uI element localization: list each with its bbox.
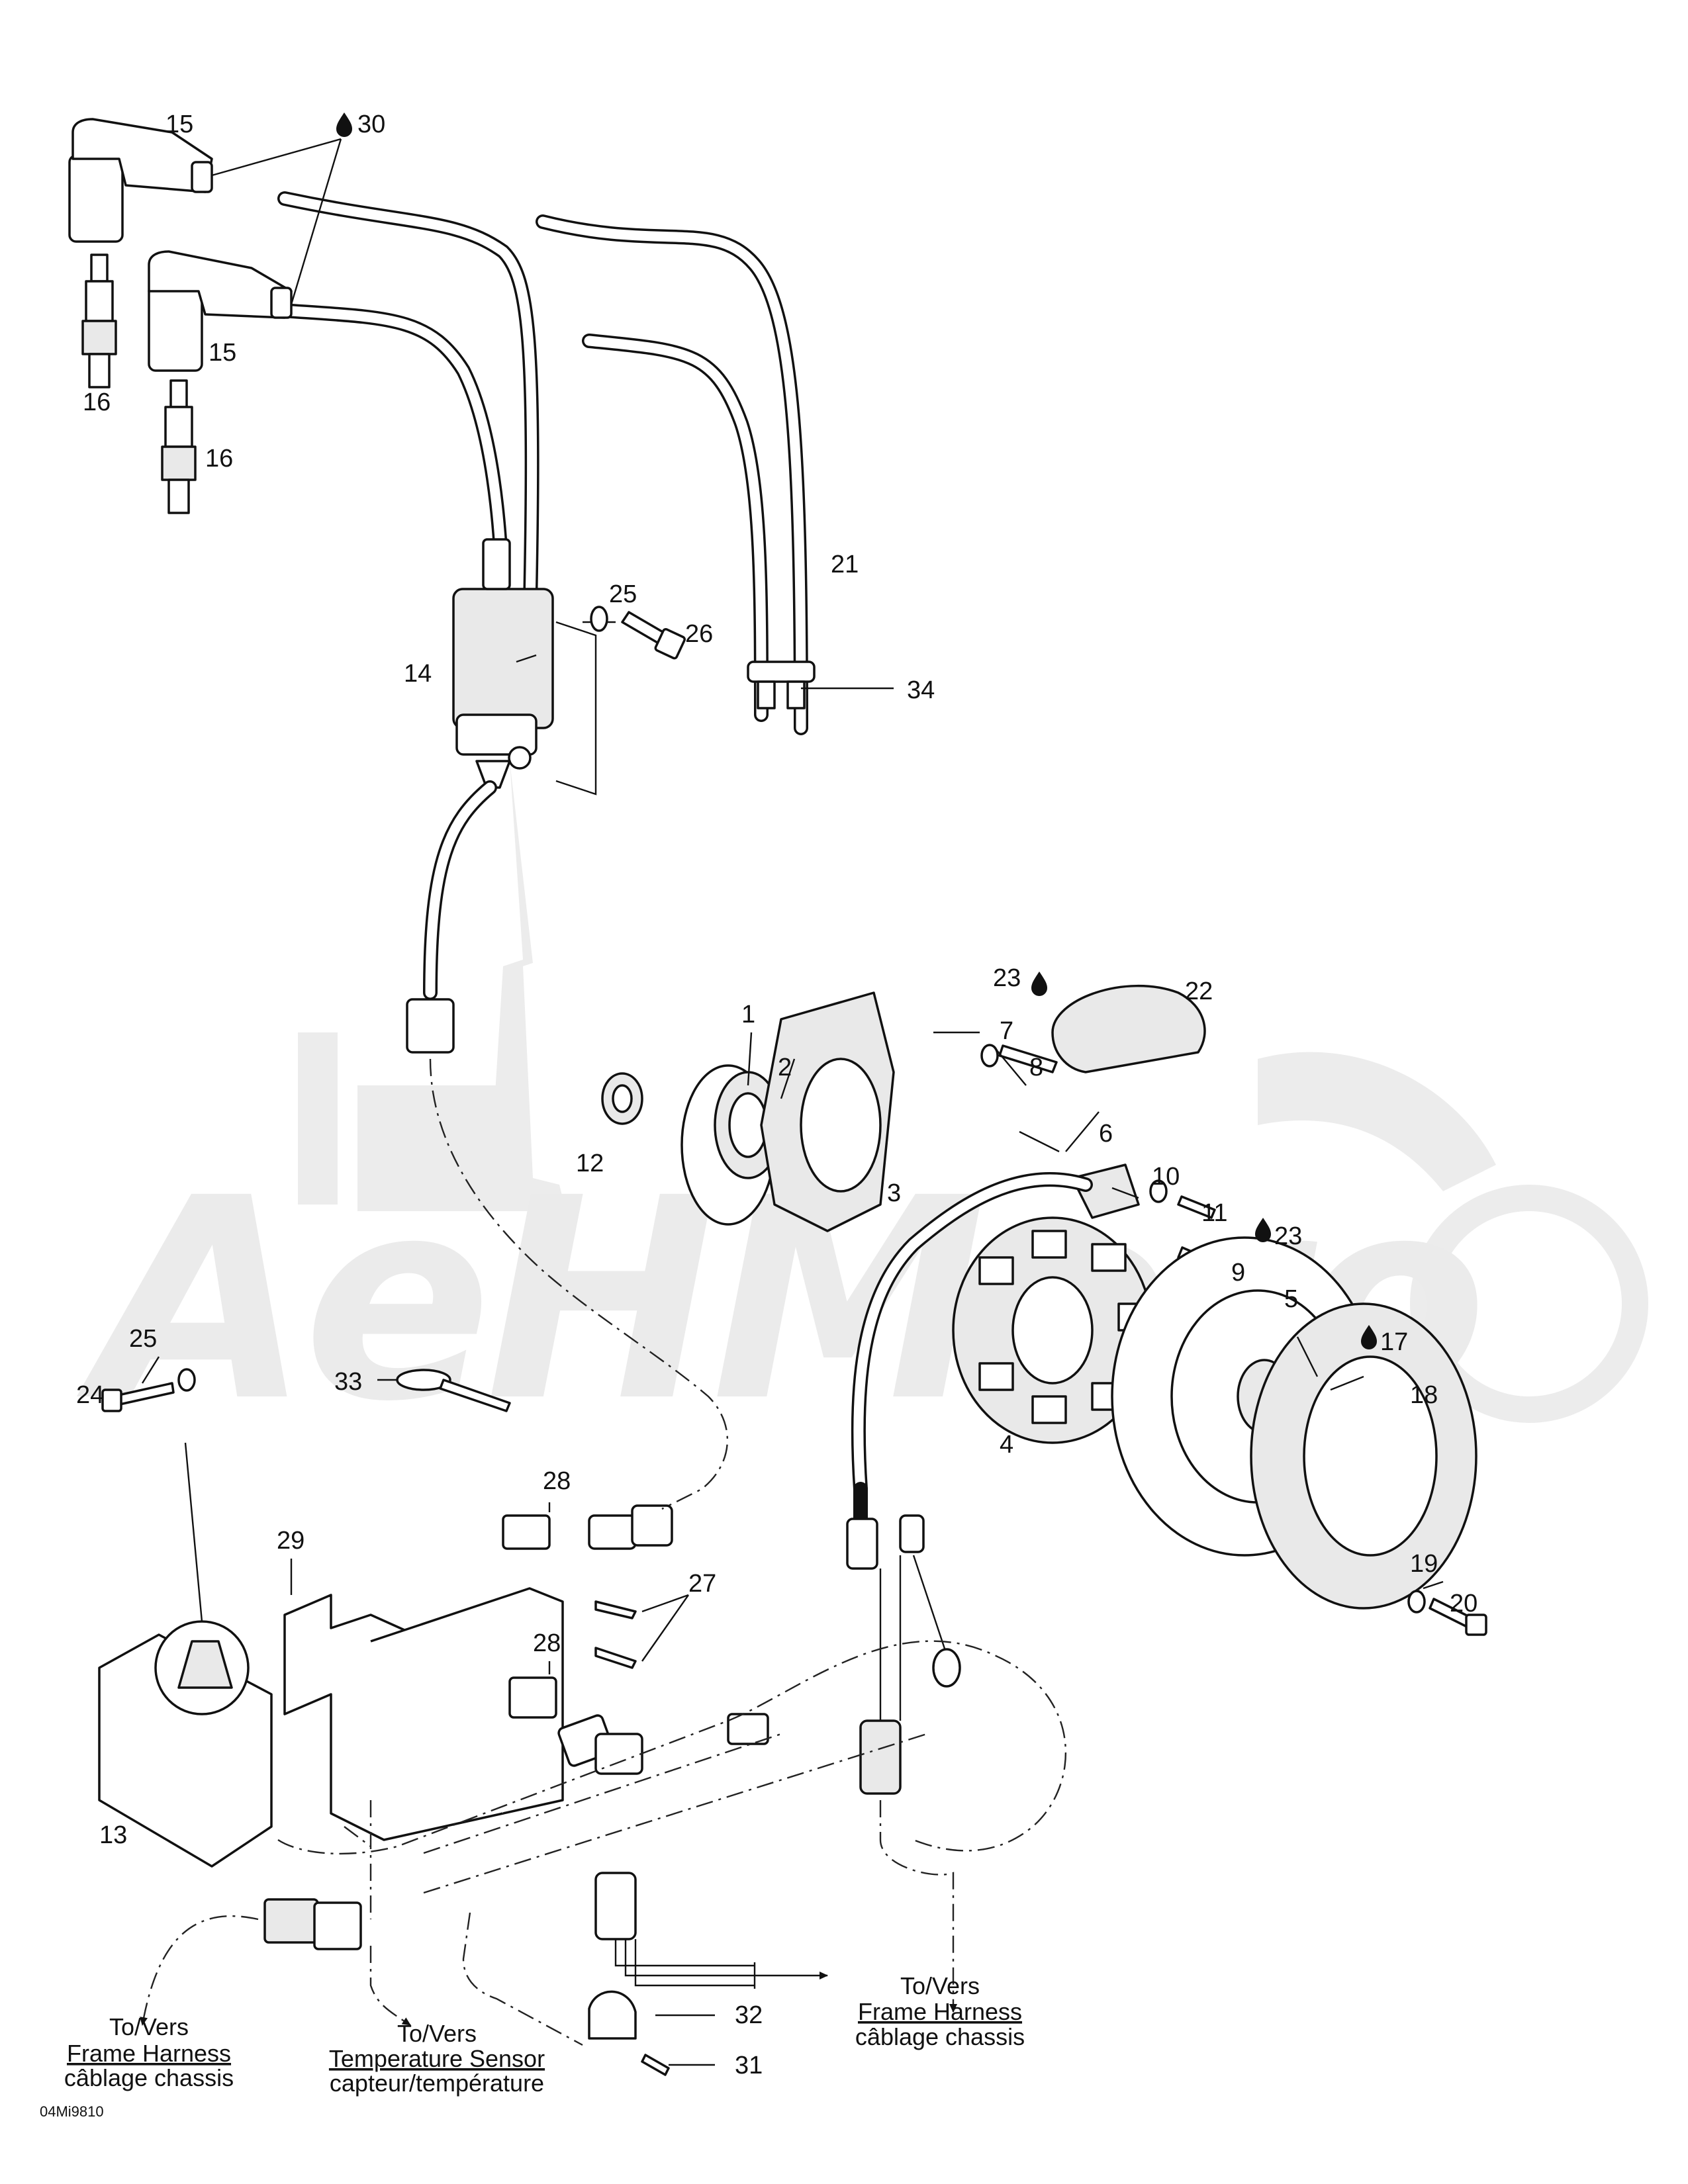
dest-left-line3: câblage chassis — [64, 2064, 234, 2091]
trigger-coil-6 — [1071, 1163, 1140, 1219]
grease-drop-icon — [1361, 1325, 1377, 1349]
callout-18: 18 — [1410, 1381, 1438, 1409]
bolt-26 — [621, 611, 686, 660]
destination-temperature-sensor: To/Vers Temperature Sensor capteur/tempé… — [329, 2020, 545, 2097]
dest-left-line1: To/Vers — [109, 2013, 189, 2040]
screw-24 — [101, 1382, 175, 1412]
callout-14: 14 — [404, 660, 432, 688]
cover-22 — [1051, 984, 1206, 1073]
dest-right-line3: câblage chassis — [855, 2023, 1025, 2050]
coil-connector — [406, 998, 455, 1054]
sensor-31 — [641, 2054, 670, 2076]
dest-temp-line1: To/Vers — [397, 2020, 477, 2047]
grease-drop-icon — [1031, 972, 1047, 996]
callout-9: 9 — [1231, 1259, 1245, 1287]
callout-30: 30 — [357, 111, 385, 138]
callout-31: 31 — [735, 2052, 763, 2079]
dest-left-line2: Frame Harness — [67, 2040, 231, 2067]
dest-temp-line2: Temperature Sensor — [329, 2045, 545, 2072]
harness-connector-b — [899, 1514, 925, 1553]
callout-8: 8 — [1029, 1054, 1043, 1081]
clip-28-lower — [508, 1676, 557, 1719]
connector-upper — [588, 1504, 673, 1550]
temp-sensor-32 — [588, 1872, 827, 2040]
dest-right-line1: To/Vers — [900, 1972, 980, 1999]
grease-drop-icon — [1255, 1218, 1271, 1242]
callout-15-upper: 15 — [165, 111, 193, 138]
callout-22: 22 — [1185, 978, 1213, 1005]
pin-27-upper — [594, 1600, 637, 1619]
wire-clip — [747, 660, 816, 709]
seal-12 — [601, 1072, 643, 1125]
temp-sensor-connector — [263, 1898, 362, 1950]
clip-28-upper — [502, 1514, 551, 1550]
callout-25-top: 25 — [609, 580, 637, 608]
callout-16-upper: 16 — [83, 388, 111, 416]
callout-2: 2 — [778, 1054, 792, 1081]
callout-28-lower: 28 — [533, 1629, 561, 1657]
callout-28-upper: 28 — [543, 1467, 571, 1495]
callout-17: 17 — [1380, 1328, 1408, 1356]
callout-1: 1 — [741, 1001, 755, 1028]
connector-small — [727, 1713, 769, 1745]
washer-10 — [1149, 1179, 1168, 1203]
callout-23-top: 23 — [993, 964, 1021, 992]
harness-connector-a — [846, 1518, 878, 1570]
callout-12: 12 — [576, 1150, 604, 1177]
ring-gear-18 — [1250, 1302, 1477, 1610]
callout-16-lower: 16 — [205, 445, 233, 473]
screw-11 — [1177, 1195, 1216, 1219]
callout-20: 20 — [1450, 1590, 1477, 1617]
destination-frame-harness-left: To/Vers Frame Harness câblage chassis — [64, 2013, 234, 2091]
callout-32: 32 — [735, 2001, 763, 2029]
callout-10: 10 — [1152, 1163, 1180, 1191]
callout-labels: 15 30 15 16 16 21 25 26 14 34 23 22 1 7 … — [76, 111, 1477, 2079]
watermark-spire — [457, 761, 566, 1211]
washer-25-left — [177, 1368, 196, 1392]
ignition-coil — [452, 538, 597, 796]
spark-plug-cap-upper — [68, 118, 213, 243]
dest-temp-line3: capteur/température — [330, 2070, 544, 2097]
tie-wrap-33 — [396, 1369, 511, 1412]
callout-25-left: 25 — [129, 1325, 157, 1353]
callout-24: 24 — [76, 1381, 104, 1409]
harness-plug — [859, 1648, 961, 1795]
drawing-code: 04Mi9810 — [40, 2103, 104, 2120]
callout-7: 7 — [1000, 1017, 1013, 1045]
callout-33: 33 — [334, 1368, 362, 1396]
washer-19 — [1407, 1590, 1426, 1614]
dest-right-line2: Frame Harness — [858, 1998, 1022, 2025]
destination-frame-harness-right: To/Vers Frame Harness câblage chassis — [855, 1972, 1025, 2050]
pin-27-lower — [594, 1647, 637, 1669]
washer-7 — [980, 1044, 999, 1068]
callout-26: 26 — [685, 620, 713, 648]
spark-plug-upper — [81, 253, 117, 388]
callout-29: 29 — [277, 1527, 305, 1555]
bolt-20 — [1429, 1598, 1487, 1636]
callout-21: 21 — [831, 551, 859, 578]
callout-23-mid: 23 — [1274, 1222, 1302, 1250]
screw-8 — [998, 1044, 1058, 1073]
callout-6: 6 — [1099, 1120, 1113, 1148]
magneto-housing-3 — [760, 991, 895, 1232]
bracket-29 — [283, 1587, 564, 1841]
callout-15-lower: 15 — [209, 339, 236, 367]
callout-3: 3 — [887, 1179, 901, 1207]
connector-lower — [557, 1714, 643, 1775]
callout-27: 27 — [688, 1570, 716, 1598]
spark-plug-lower — [161, 379, 197, 514]
stator-4 — [952, 1216, 1153, 1444]
callout-4: 4 — [1000, 1431, 1013, 1459]
ignition-wire-group — [277, 191, 816, 735]
callout-34: 34 — [907, 676, 935, 704]
callout-11: 11 — [1201, 1199, 1227, 1227]
callout-5: 5 — [1284, 1285, 1298, 1313]
washer-25-top — [590, 606, 608, 632]
callout-13: 13 — [99, 1821, 127, 1849]
leader-lines — [141, 654, 1444, 1674]
grease-drop-icon — [336, 113, 352, 137]
callout-19: 19 — [1410, 1550, 1438, 1578]
